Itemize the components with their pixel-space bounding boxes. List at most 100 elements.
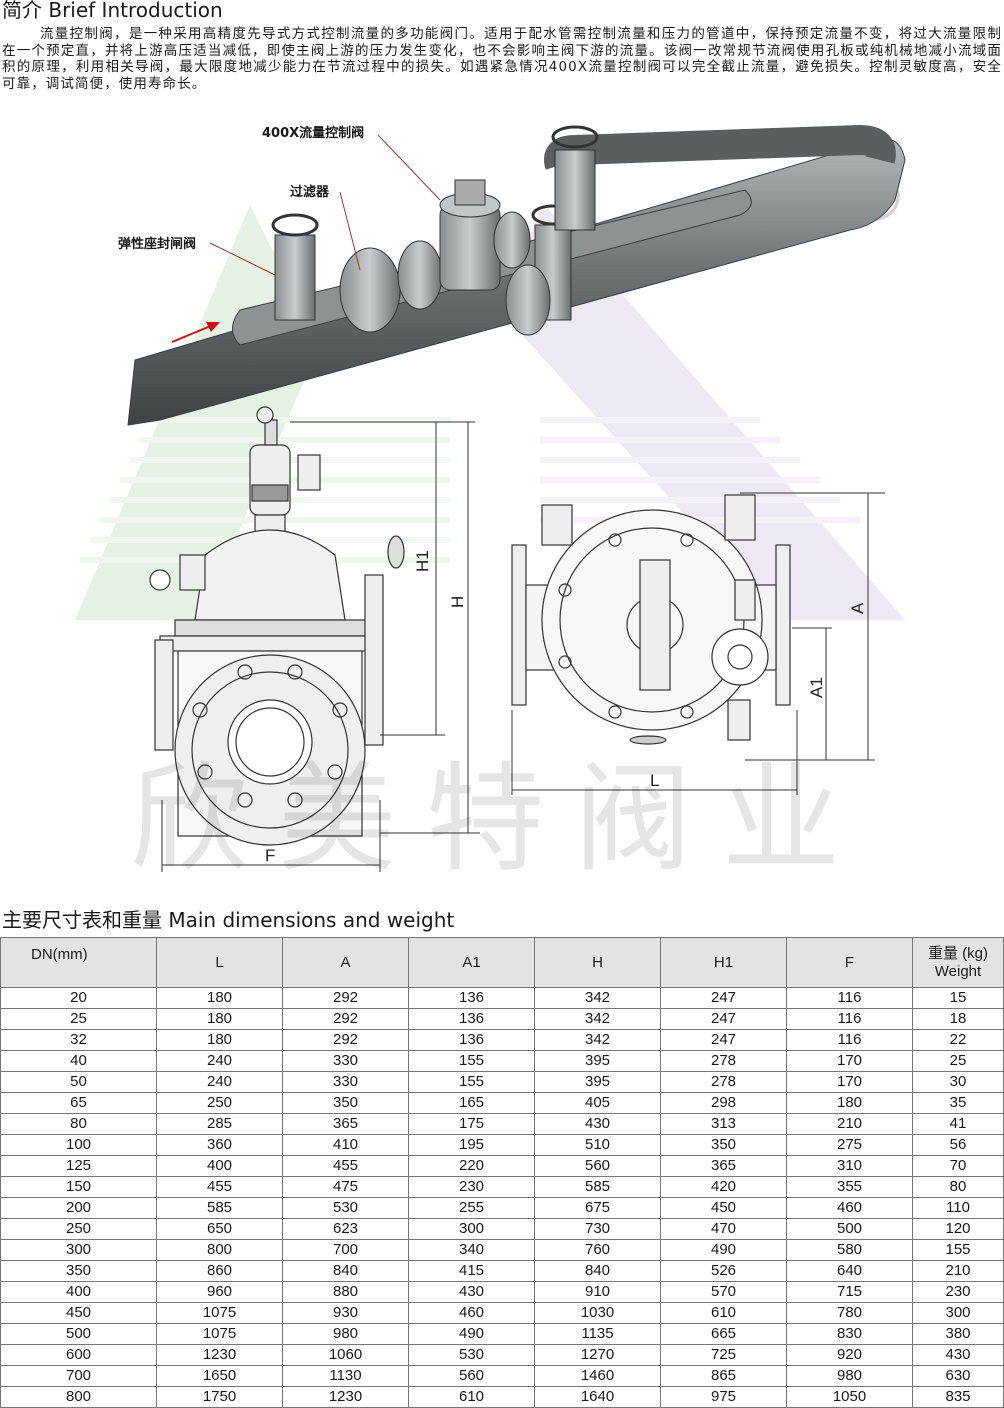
table-cell: 395 <box>534 1071 661 1093</box>
table-cell: 155 <box>408 1071 535 1093</box>
table-cell: 22 <box>912 1029 1004 1051</box>
table-cell: 800 <box>0 1386 157 1408</box>
col-header-weight: 重量 (kg) Weight <box>912 937 1004 988</box>
table-cell: 247 <box>660 1008 787 1030</box>
table-cell: 165 <box>408 1092 535 1114</box>
table-cell: 840 <box>282 1260 409 1282</box>
table-cell: 526 <box>660 1260 787 1282</box>
col-header-h1: H1 <box>660 937 787 988</box>
table-cell: 15 <box>912 987 1004 1009</box>
table-cell: 500 <box>0 1323 157 1345</box>
table-cell: 420 <box>660 1176 787 1198</box>
table-cell: 360 <box>156 1134 283 1156</box>
col-header-f: F <box>786 937 913 988</box>
table-cell: 500 <box>786 1218 913 1240</box>
table-cell: 80 <box>0 1113 157 1135</box>
table-cell: 120 <box>912 1218 1004 1240</box>
table-cell: 155 <box>408 1050 535 1072</box>
table-cell: 56 <box>912 1134 1004 1156</box>
table-cell: 630 <box>912 1365 1004 1387</box>
table-cell: 300 <box>0 1239 157 1261</box>
table-cell: 1050 <box>786 1386 913 1408</box>
table-cell: 365 <box>660 1155 787 1177</box>
table-cell: 835 <box>912 1386 1004 1408</box>
dim-label-h1: H1 <box>413 550 432 572</box>
table-cell: 25 <box>912 1050 1004 1072</box>
table-cell: 560 <box>534 1155 661 1177</box>
table-cell: 250 <box>156 1092 283 1114</box>
col-header-a1: A1 <box>408 937 535 988</box>
table-cell: 570 <box>660 1281 787 1303</box>
table-cell: 355 <box>786 1176 913 1198</box>
table-cell: 50 <box>0 1071 157 1093</box>
table-cell: 600 <box>0 1344 157 1366</box>
table-cell: 30 <box>912 1071 1004 1093</box>
table-cell: 665 <box>660 1323 787 1345</box>
table-cell: 920 <box>786 1344 913 1366</box>
side-dimension-lines <box>511 492 885 795</box>
table-cell: 18 <box>912 1008 1004 1030</box>
table-cell: 910 <box>534 1281 661 1303</box>
table-cell: 585 <box>156 1197 283 1219</box>
table-cell: 1230 <box>282 1386 409 1408</box>
table-cell: 610 <box>660 1302 787 1324</box>
table-cell: 395 <box>534 1050 661 1072</box>
table-cell: 230 <box>912 1281 1004 1303</box>
table-cell: 41 <box>912 1113 1004 1135</box>
table-cell: 125 <box>0 1155 157 1177</box>
table-cell: 1030 <box>534 1302 661 1324</box>
table-cell: 342 <box>534 1029 661 1051</box>
table-cell: 278 <box>660 1050 787 1072</box>
table-cell: 1460 <box>534 1365 661 1387</box>
table-cell: 640 <box>786 1260 913 1282</box>
table-cell: 455 <box>156 1176 283 1198</box>
table-cell: 780 <box>786 1302 913 1324</box>
table-cell: 292 <box>282 1008 409 1030</box>
table-cell: 675 <box>534 1197 661 1219</box>
table-cell: 292 <box>282 987 409 1009</box>
table-cell: 170 <box>786 1071 913 1093</box>
table-cell: 116 <box>786 1008 913 1030</box>
table-cell: 330 <box>282 1071 409 1093</box>
intro-heading: 简介 Brief Introduction <box>2 0 223 22</box>
table-cell: 195 <box>408 1134 535 1156</box>
table-cell: 35 <box>912 1092 1004 1114</box>
table-cell: 80 <box>912 1176 1004 1198</box>
table-cell: 240 <box>156 1071 283 1093</box>
table-cell: 255 <box>408 1197 535 1219</box>
table-cell: 136 <box>408 1008 535 1030</box>
col-header-a: A <box>282 937 409 988</box>
table-cell: 180 <box>156 1029 283 1051</box>
valve-figure: ® <box>0 100 1004 910</box>
table-cell: 830 <box>786 1323 913 1345</box>
table-cell: 1060 <box>282 1344 409 1366</box>
col-header-h: H <box>534 937 661 988</box>
table-cell: 247 <box>660 987 787 1009</box>
table-cell: 40 <box>0 1050 157 1072</box>
table-cell: 475 <box>282 1176 409 1198</box>
table-cell: 560 <box>408 1365 535 1387</box>
table-cell: 730 <box>534 1218 661 1240</box>
table-cell: 450 <box>660 1197 787 1219</box>
table-cell: 980 <box>786 1365 913 1387</box>
table-cell: 180 <box>156 1008 283 1030</box>
table-cell: 700 <box>282 1239 409 1261</box>
table-cell: 330 <box>282 1050 409 1072</box>
table-cell: 400 <box>156 1155 283 1177</box>
table-cell: 292 <box>282 1029 409 1051</box>
table-cell: 300 <box>912 1302 1004 1324</box>
table-cell: 430 <box>534 1113 661 1135</box>
dim-label-a1: A1 <box>807 677 826 698</box>
table-cell: 725 <box>660 1344 787 1366</box>
